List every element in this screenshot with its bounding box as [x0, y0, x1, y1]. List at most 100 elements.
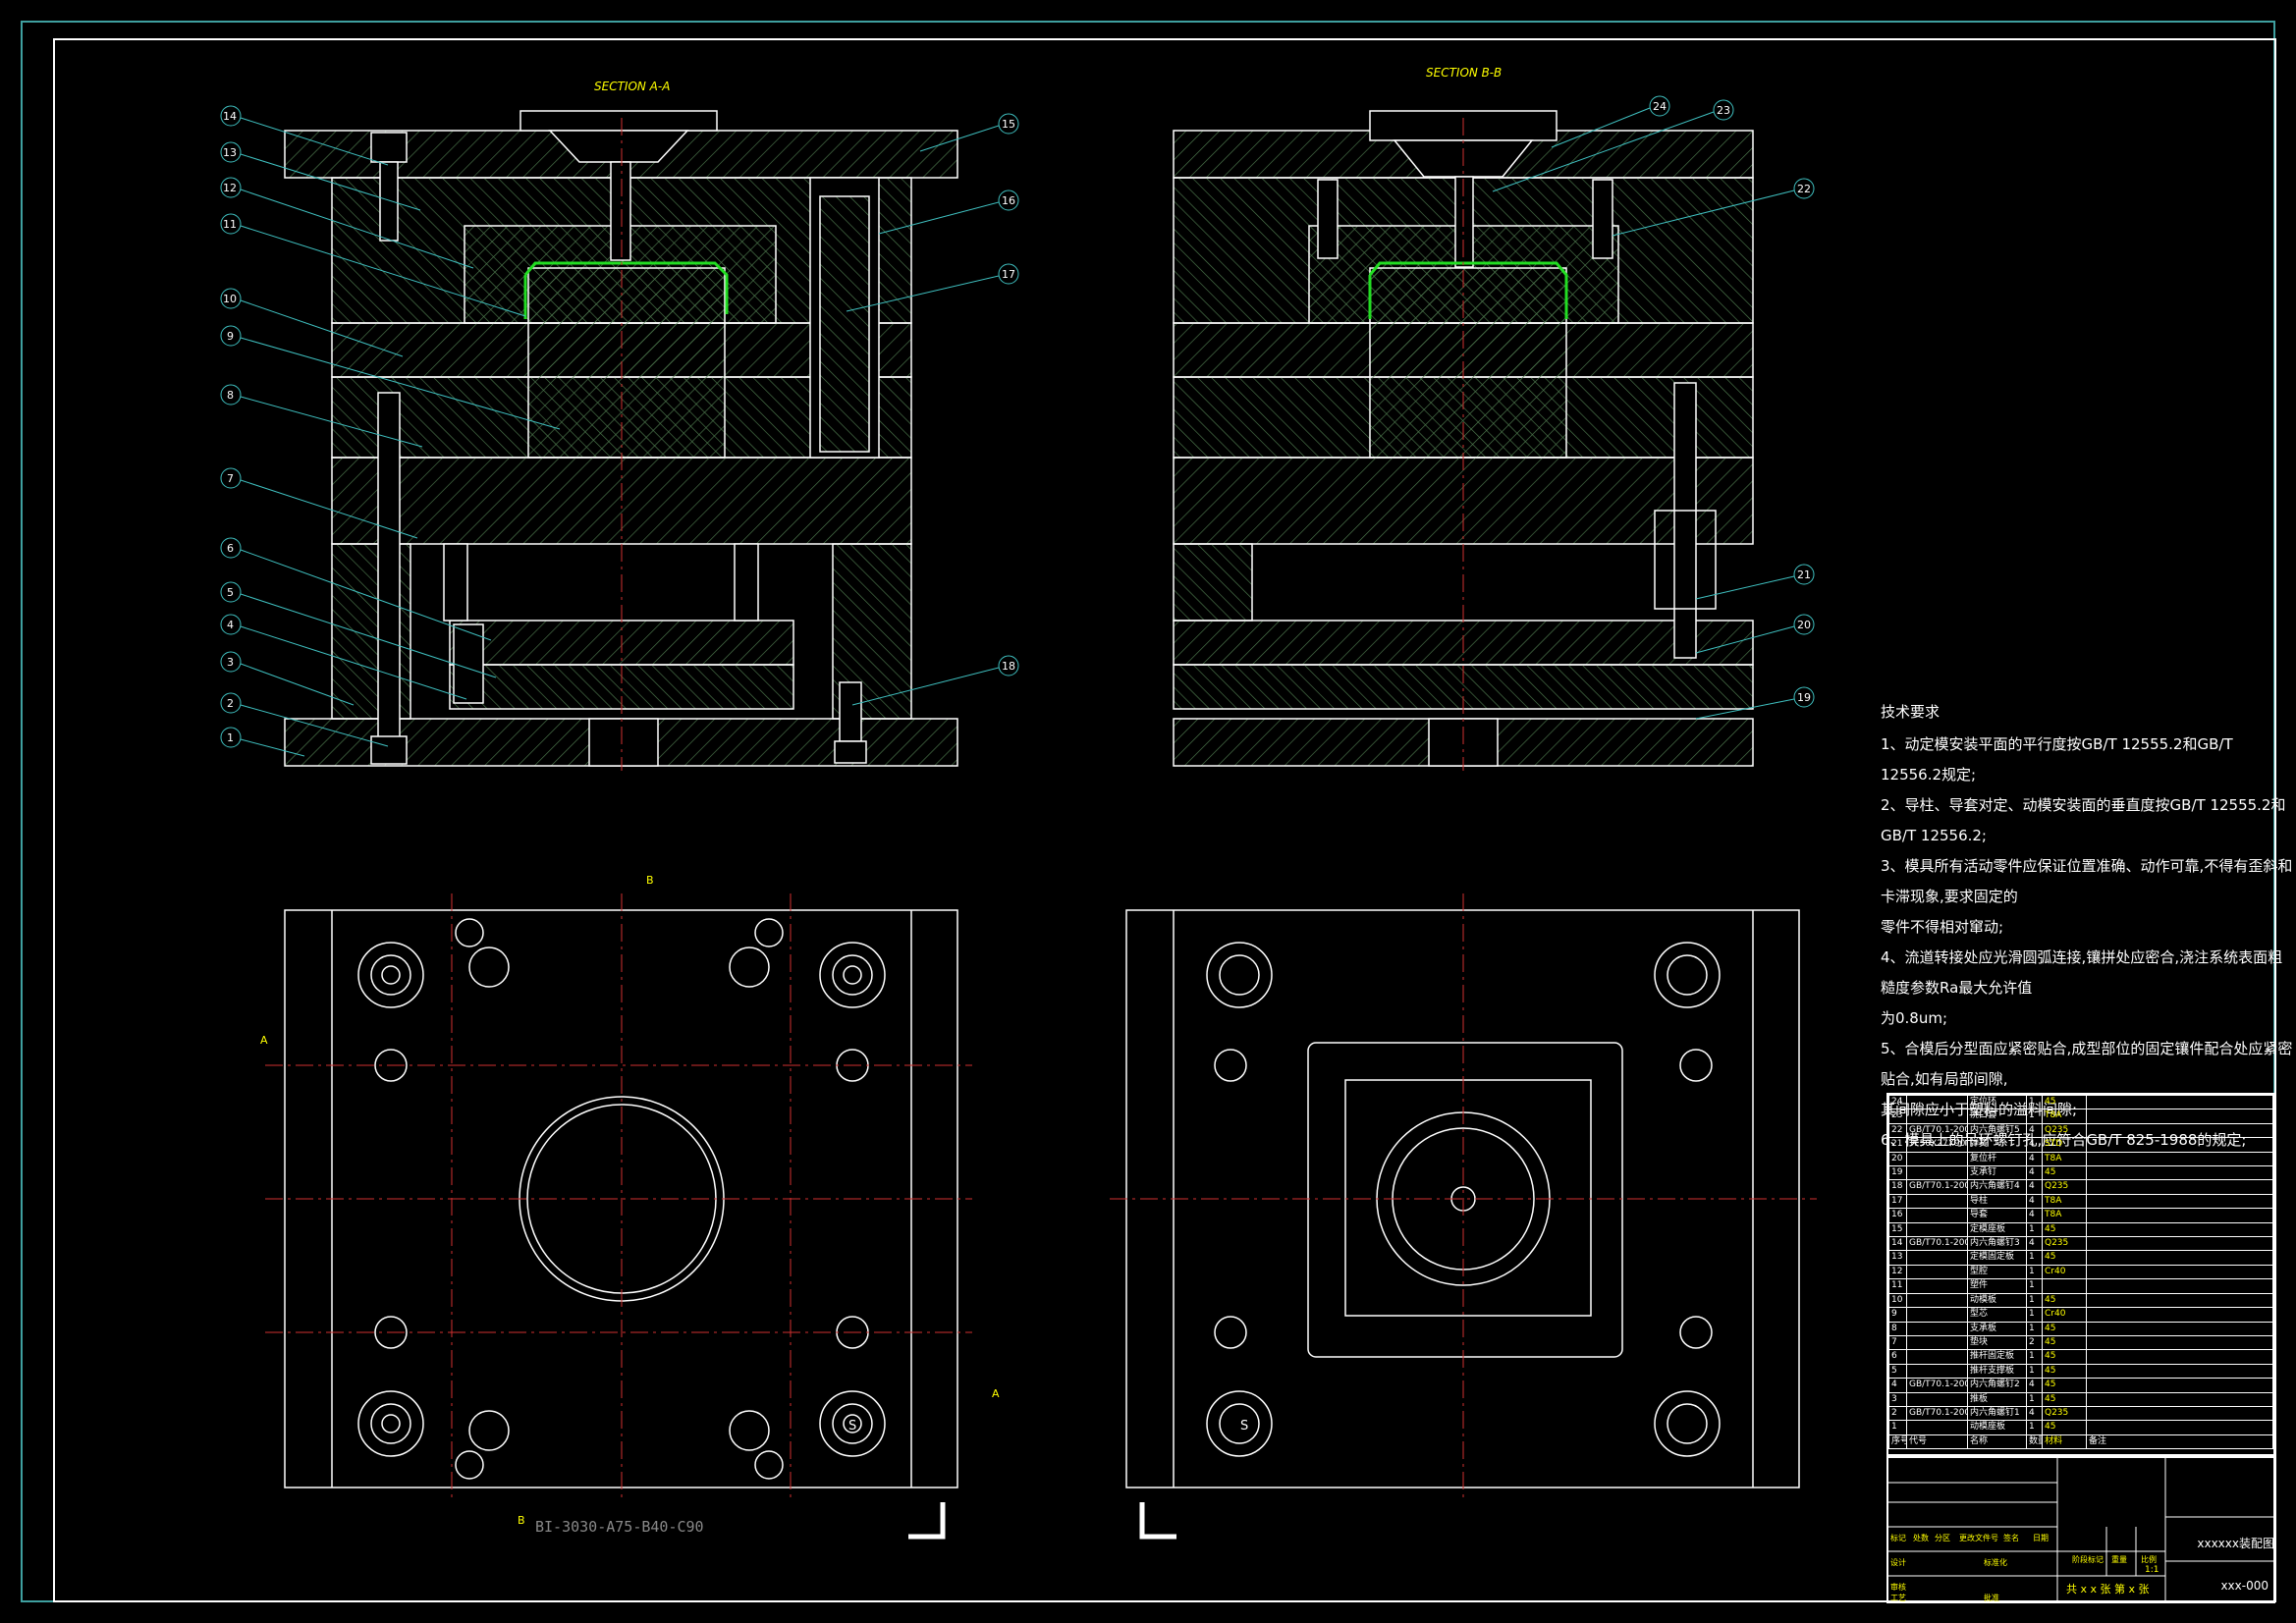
parts-list-cell: 内六角螺钉3	[1967, 1236, 2027, 1252]
technical-notes: 技术要求 1、动定模安装平面的平行度按GB/T 12555.2和GB/T 125…	[1881, 697, 2293, 1156]
parts-list-cell	[2086, 1236, 2273, 1252]
note-item: 5、合模后分型面应紧密贴合,成型部位的固定镶件配合处应紧密贴合,如有局部间隙,	[1881, 1040, 2293, 1088]
parts-list-cell: 11	[1888, 1278, 1907, 1294]
svg-text:5: 5	[227, 586, 234, 599]
note-item: 4、流道转接处应光滑圆弧连接,镶拼处应密合,浇注系统表面粗糙度参数Ra最大允许值	[1881, 948, 2283, 997]
parts-list-cell: 导套	[1967, 1208, 2027, 1223]
parts-list-cell: 45	[2042, 1221, 2087, 1238]
parts-list-cell: 推杆固定板	[1967, 1349, 2027, 1365]
parts-list-cell: GB/T70.1-2000	[1906, 1179, 1968, 1195]
parts-list-cell: 5	[1888, 1363, 1907, 1380]
title-block-lines	[1886, 1456, 2275, 1601]
parts-list-cell: 弹簧	[1967, 1137, 2027, 1153]
svg-text:19: 19	[1797, 691, 1811, 704]
svg-text:14: 14	[223, 110, 237, 123]
note-item: 1、动定模安装平面的平行度按GB/T 12555.2和GB/T 12556.2规…	[1881, 735, 2233, 784]
parts-list-cell	[2086, 1321, 2273, 1336]
parts-list-cell: 21	[1888, 1137, 1907, 1153]
tb-label-design: 设计	[1890, 1558, 1906, 1567]
parts-list-cell: 1	[2026, 1292, 2043, 1309]
parts-list-cell: 1	[2026, 1221, 2043, 1238]
svg-text:17: 17	[1002, 268, 1015, 281]
parts-list-cell: 浇口套	[1967, 1109, 2027, 1124]
parts-list-cell	[2086, 1349, 2273, 1365]
svg-text:23: 23	[1717, 104, 1730, 117]
parts-list-cell	[2086, 1165, 2273, 1181]
parts-list-cell: 定模座板	[1967, 1221, 2027, 1238]
parts-list-cell: 13	[1888, 1250, 1907, 1266]
tb-label-mark: 标记	[1890, 1534, 1906, 1542]
parts-list-cell: 型芯	[1967, 1307, 2027, 1323]
parts-list-cell: 4	[2026, 1179, 2043, 1195]
tb-label-process: 工艺	[1890, 1594, 1906, 1602]
parts-list-cell: 定位环	[1967, 1094, 2027, 1110]
parts-list-cell: 10	[1888, 1292, 1907, 1309]
svg-text:12: 12	[223, 182, 237, 194]
s-mark-right: S	[1240, 1419, 1248, 1434]
parts-list-cell: 4	[2026, 1378, 2043, 1393]
parts-list-cell: 1	[2026, 1307, 2043, 1323]
parts-list-cell: 1	[2026, 1321, 2043, 1336]
tb-label-standard: 标准化	[1984, 1558, 2007, 1567]
parts-list-cell: 45	[2042, 1250, 2087, 1266]
corner-mark-left	[908, 1502, 946, 1540]
parts-list-cell: 4	[1888, 1378, 1907, 1393]
drawing-name: xxxxxx装配图	[2197, 1537, 2274, 1550]
note-item: 3、模具所有活动零件应保证位置准确、动作可靠,不得有歪斜和卡滞现象,要求固定的	[1881, 857, 2293, 905]
parts-list-cell	[2086, 1094, 2273, 1110]
parts-list-cell: 23	[1888, 1109, 1907, 1124]
parts-list-cell: 推杆支撑板	[1967, 1363, 2027, 1380]
parts-list-cell: 备注	[2086, 1434, 2273, 1450]
parts-list-cell: 45	[2042, 1363, 2087, 1380]
svg-text:1: 1	[227, 731, 234, 744]
parts-list-cell: 45	[2042, 1420, 2087, 1435]
parts-list-cell: 4	[2026, 1122, 2043, 1139]
note-item: 为0.8um;	[1881, 1009, 1948, 1027]
svg-text:3: 3	[227, 656, 234, 669]
parts-list-cell: 塑件	[1967, 1278, 2027, 1294]
parts-list-cell	[1906, 1292, 1968, 1309]
parts-list-cell: Q235	[2042, 1405, 2087, 1422]
parts-list-cell: 8	[1888, 1321, 1907, 1336]
parts-list-row: 4GB/T70.1-2000内六角螺钉2445	[1888, 1378, 2273, 1393]
parts-list: 24定位环14523浇口套1T8A22GB/T70.1-2000内六角螺钉54Q…	[1886, 1093, 2275, 1456]
parts-list-cell: 1	[2026, 1278, 2043, 1294]
svg-text:18: 18	[1002, 660, 1015, 673]
parts-list-cell	[2086, 1221, 2273, 1238]
parts-list-cell: Cr40	[2042, 1264, 2087, 1280]
parts-list-cell	[2086, 1363, 2273, 1380]
tb-label-change-doc: 更改文件号	[1959, 1534, 1998, 1542]
parts-list-cell	[1906, 1250, 1968, 1266]
parts-list-cell: 16	[1888, 1208, 1907, 1223]
sheet-info: 共 x x 张 第 x 张	[2066, 1583, 2150, 1596]
parts-list-cell	[1906, 1221, 1968, 1238]
parts-list-cell	[2086, 1278, 2273, 1294]
parts-list-cell: 6	[1888, 1349, 1907, 1365]
parts-list-cell: 内六角螺钉2	[1967, 1378, 2027, 1393]
s-mark-left: S	[848, 1419, 856, 1434]
parts-list-cell: 1	[2026, 1420, 2043, 1435]
parts-list-cell: 垫块	[1967, 1334, 2027, 1351]
svg-text:9: 9	[227, 330, 234, 343]
parts-list-cell	[2086, 1109, 2273, 1124]
parts-list-cell: 支承钉	[1967, 1165, 2027, 1181]
tb-label-approve: 批准	[1984, 1594, 1999, 1602]
tb-label-weight: 重量	[2111, 1555, 2127, 1564]
parts-list-cell: 4	[2026, 1137, 2043, 1153]
corner-mark-right	[1139, 1502, 1176, 1540]
parts-list-cell: 45	[2042, 1378, 2087, 1393]
parts-list-cell: 1	[2026, 1250, 2043, 1266]
